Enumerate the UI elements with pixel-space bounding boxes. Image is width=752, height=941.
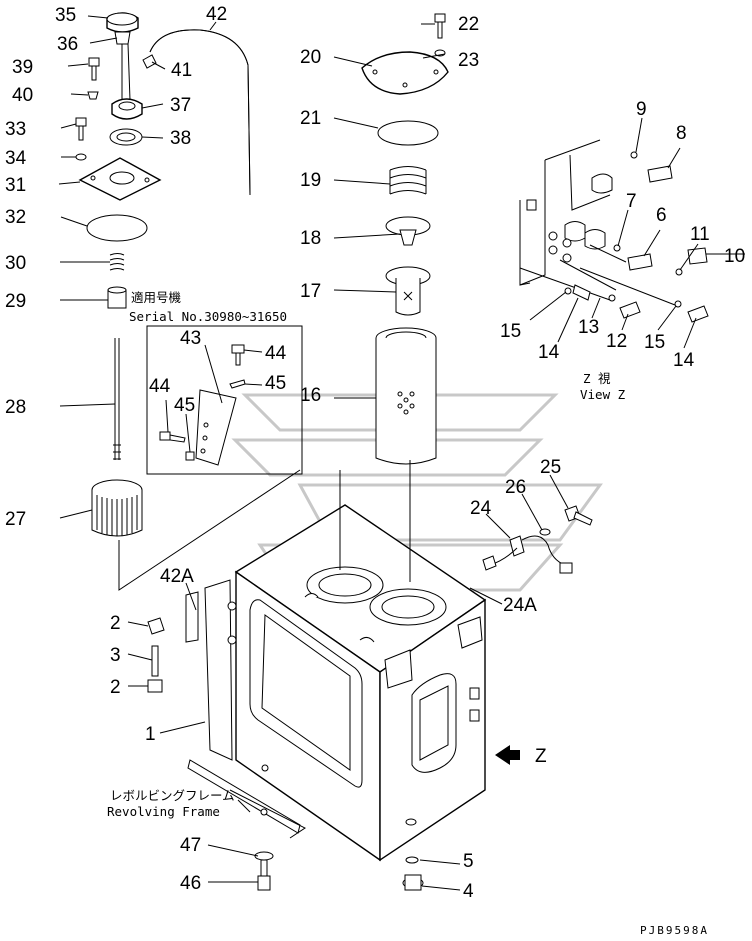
view-z-arrow: [495, 745, 520, 765]
callout-44-top: 44: [265, 343, 287, 364]
callout-30: 30: [5, 253, 26, 274]
callout-12: 12: [606, 331, 627, 352]
callout-47: 47: [180, 835, 201, 856]
callout-1: 1: [145, 724, 156, 745]
callout-29: 29: [5, 291, 26, 312]
callout-18: 18: [300, 228, 321, 249]
callout-38: 38: [170, 128, 191, 149]
callout-26: 26: [505, 477, 526, 498]
callout-45-top: 45: [265, 373, 286, 394]
callout-46: 46: [180, 873, 201, 894]
callout-36: 36: [57, 34, 78, 55]
breather-cap-stack: [78, 12, 162, 537]
callout-40: 40: [12, 85, 33, 106]
callout-23: 23: [458, 50, 479, 71]
annotation-notes: 適用号機 Serial No.30980~31650 Z 視 View Z レボ…: [107, 290, 709, 937]
view-z-detail: [519, 139, 709, 323]
callout-32: 32: [5, 207, 26, 228]
left-bolts: [75, 57, 100, 161]
frame-note-en: Revolving Frame: [107, 804, 220, 819]
view-note-jp: Z 視: [583, 371, 611, 386]
callout-39: 39: [12, 57, 33, 78]
callout-15-right: 15: [644, 332, 665, 353]
callout-35: 35: [55, 5, 76, 26]
view-z-arrow-label: Z: [535, 746, 547, 767]
callout-24: 24: [470, 498, 492, 519]
center-filter-stack: [361, 13, 449, 465]
callout-2-top: 2: [110, 613, 121, 634]
callout-42a: 42A: [160, 566, 194, 587]
serial-note-jp: 適用号機: [131, 290, 182, 305]
callout-33: 33: [5, 119, 26, 140]
callout-27: 27: [5, 509, 26, 530]
callout-6: 6: [656, 205, 667, 226]
callout-20: 20: [300, 47, 321, 68]
callout-14-right: 14: [673, 350, 695, 371]
revolving-frame-plate: [187, 759, 306, 839]
callout-41: 41: [171, 60, 192, 81]
hydraulic-tank-body: [204, 504, 487, 891]
callout-4: 4: [463, 881, 474, 902]
callout-22: 22: [458, 14, 479, 35]
left-elbow-fittings: [147, 591, 199, 693]
level-sensor-assembly: [482, 505, 593, 574]
callout-5: 5: [463, 851, 474, 872]
callout-19: 19: [300, 170, 321, 191]
leader-lines: [58, 15, 745, 891]
callout-2-bottom: 2: [110, 677, 121, 698]
callout-11: 11: [690, 224, 710, 245]
callout-16: 16: [300, 385, 321, 406]
callout-numbers: 35 36 42 39 41 40 37 33 38 34 31 32 30 2…: [5, 4, 745, 902]
callout-37: 37: [170, 95, 191, 116]
callout-24a: 24A: [503, 595, 537, 616]
callout-44-left: 44: [149, 376, 171, 397]
callout-14-left: 14: [538, 342, 560, 363]
callout-17: 17: [300, 281, 321, 302]
callout-3: 3: [110, 645, 121, 666]
frame-note-jp: レボルビングフレーム: [110, 788, 235, 803]
callout-34: 34: [5, 148, 27, 169]
view-note-en: View Z: [580, 387, 626, 402]
callout-25: 25: [540, 457, 561, 478]
callout-43: 43: [180, 328, 201, 349]
callout-10: 10: [724, 246, 745, 267]
bottom-bolt-assembly: [254, 851, 274, 891]
drawing-code: PJB9598A: [640, 924, 709, 937]
callout-8: 8: [676, 123, 687, 144]
callout-21: 21: [300, 108, 321, 129]
callout-31: 31: [5, 175, 26, 196]
callout-28: 28: [5, 397, 26, 418]
serial-range-box: [146, 325, 303, 475]
serial-note-en: Serial No.30980~31650: [129, 309, 287, 324]
callout-13: 13: [578, 317, 599, 338]
callout-7: 7: [626, 191, 637, 212]
callout-45-left: 45: [174, 395, 195, 416]
drain-hose: [142, 29, 251, 196]
callout-15-left: 15: [500, 321, 521, 342]
callout-9: 9: [636, 99, 647, 120]
callout-42: 42: [206, 4, 227, 25]
